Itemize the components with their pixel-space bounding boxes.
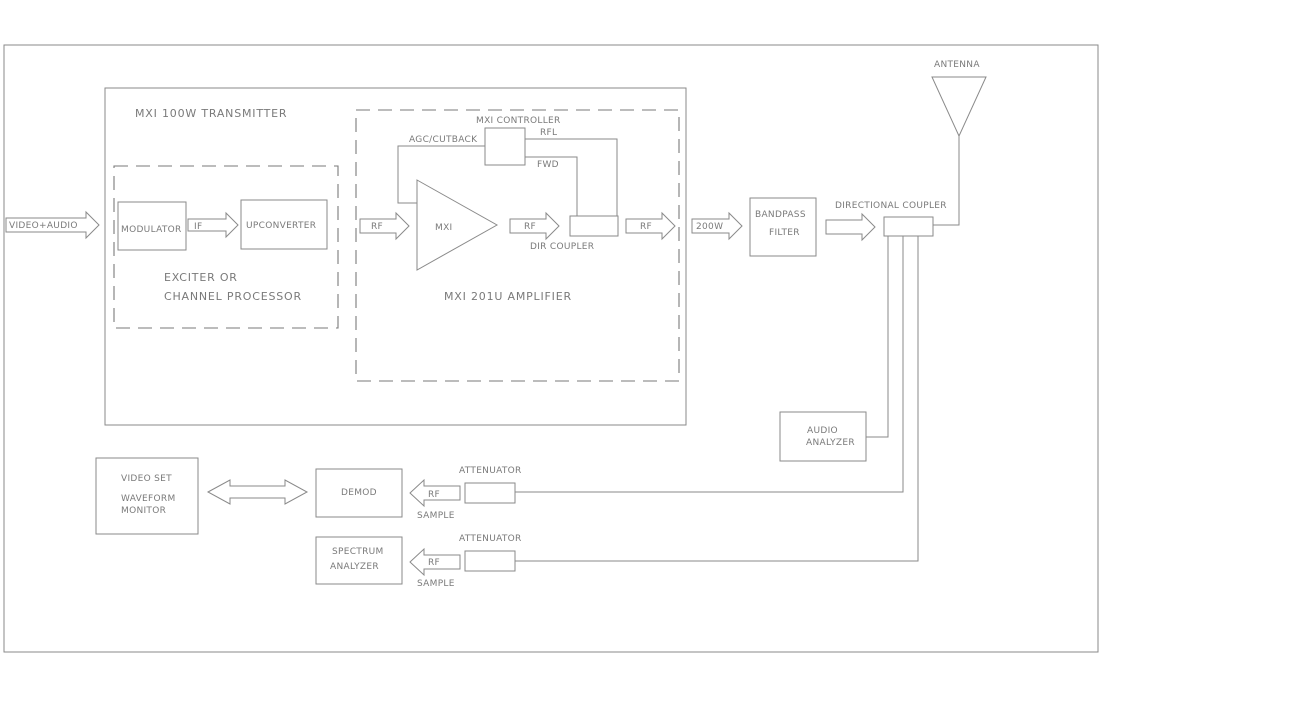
power-arrow xyxy=(691,211,743,241)
bandpass-filter-box xyxy=(749,197,817,257)
if-arrow xyxy=(187,211,239,239)
bidirectional-arrow xyxy=(206,479,309,505)
exciter-box xyxy=(113,165,339,329)
demod-sample-wire xyxy=(515,236,904,493)
directional-coupler-label: DIRECTIONAL COUPLER xyxy=(835,201,947,211)
audio-analyzer-box xyxy=(779,411,867,462)
spectrum-label-1: SPECTRUM xyxy=(332,547,384,557)
if-label: IF xyxy=(194,222,202,232)
audio-sample-wire xyxy=(866,236,889,438)
upconverter-label: UPCONVERTER xyxy=(246,221,316,231)
dir-coupler-box xyxy=(569,215,619,237)
attenuator-label-2: ATTENUATOR xyxy=(459,534,522,544)
rf-sample-label-1: RF xyxy=(428,490,440,500)
exciter-label-1: EXCITER OR xyxy=(164,271,238,284)
rf-in-label: RF xyxy=(371,222,383,232)
modulator-label: MODULATOR xyxy=(121,225,182,235)
mxi-label: MXI xyxy=(435,223,453,233)
rf-sample-arrow-1 xyxy=(409,478,461,508)
amplifier-triangle xyxy=(416,179,499,271)
spectrum-sample-wire xyxy=(515,236,919,562)
controller-label: MXI CONTROLLER xyxy=(476,116,561,126)
amplifier-label: MXI 201U AMPLIFIER xyxy=(444,290,572,303)
transmitter-box xyxy=(104,87,687,426)
rfl-wire xyxy=(525,138,618,216)
video-set-box xyxy=(95,457,199,535)
video-label-3: MONITOR xyxy=(121,506,166,516)
dir-coupler-label: DIR COUPLER xyxy=(530,242,594,252)
modulator-box xyxy=(117,201,187,251)
agc-wire xyxy=(397,145,485,204)
input-label: VIDEO+AUDIO xyxy=(9,221,78,231)
bandpass-label-1: BANDPASS xyxy=(755,210,806,220)
demod-box xyxy=(315,468,403,518)
rf-out-arrow xyxy=(625,211,676,241)
fwd-wire xyxy=(525,156,578,216)
rf-in-arrow xyxy=(359,211,410,241)
input-arrow xyxy=(5,210,100,240)
rf-sample-label-2: RF xyxy=(428,558,440,568)
antenna-wire xyxy=(933,136,960,226)
bandpass-label-2: FILTER xyxy=(769,228,800,238)
directional-coupler-box xyxy=(883,216,934,237)
antenna-label: ANTENNA xyxy=(934,60,980,70)
antenna-icon xyxy=(931,76,987,138)
sample-label-2: SAMPLE xyxy=(417,579,455,589)
transmitter-label: MXI 100W TRANSMITTER xyxy=(135,107,287,120)
audio-label-1: AUDIO xyxy=(807,426,838,436)
spectrum-label-2: ANALYZER xyxy=(330,562,379,572)
attenuator-label-1: ATTENUATOR xyxy=(459,466,522,476)
filter-out-arrow xyxy=(825,212,876,242)
audio-label-2: ANALYZER xyxy=(806,438,855,448)
diagram-frame xyxy=(3,44,1099,653)
rfl-label: RFL xyxy=(540,128,557,138)
rf-mid-label: RF xyxy=(524,222,536,232)
agc-label: AGC/CUTBACK xyxy=(409,135,478,145)
amplifier-box xyxy=(355,109,680,382)
rf-mid-arrow xyxy=(509,211,560,241)
sample-label-1: SAMPLE xyxy=(417,511,455,521)
rf-sample-arrow-2 xyxy=(409,547,461,577)
fwd-label: FWD xyxy=(537,160,559,170)
attenuator-box-2 xyxy=(464,550,516,572)
exciter-label-2: CHANNEL PROCESSOR xyxy=(164,290,302,303)
video-label-1: VIDEO SET xyxy=(121,474,172,484)
power-label: 200W xyxy=(696,222,723,232)
attenuator-box-1 xyxy=(464,482,516,504)
spectrum-analyzer-box xyxy=(315,536,403,585)
demod-label: DEMOD xyxy=(341,488,377,498)
rf-out-label: RF xyxy=(640,222,652,232)
upconverter-box xyxy=(240,199,328,250)
controller-box xyxy=(484,127,526,166)
video-label-2: WAVEFORM xyxy=(121,494,176,504)
